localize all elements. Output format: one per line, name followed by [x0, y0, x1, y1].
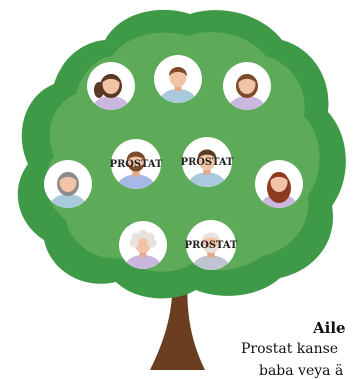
tree-canopy — [18, 10, 346, 299]
prostat-label: PROSTAT — [110, 159, 163, 170]
caption-line-2: baba veya ä — [259, 363, 343, 379]
caption-line-1: Prostat kanse — [241, 341, 338, 357]
prostat-label: PROSTAT — [185, 240, 238, 251]
caption-title: Aile — [313, 319, 346, 337]
prostat-label: PROSTAT — [181, 157, 234, 168]
